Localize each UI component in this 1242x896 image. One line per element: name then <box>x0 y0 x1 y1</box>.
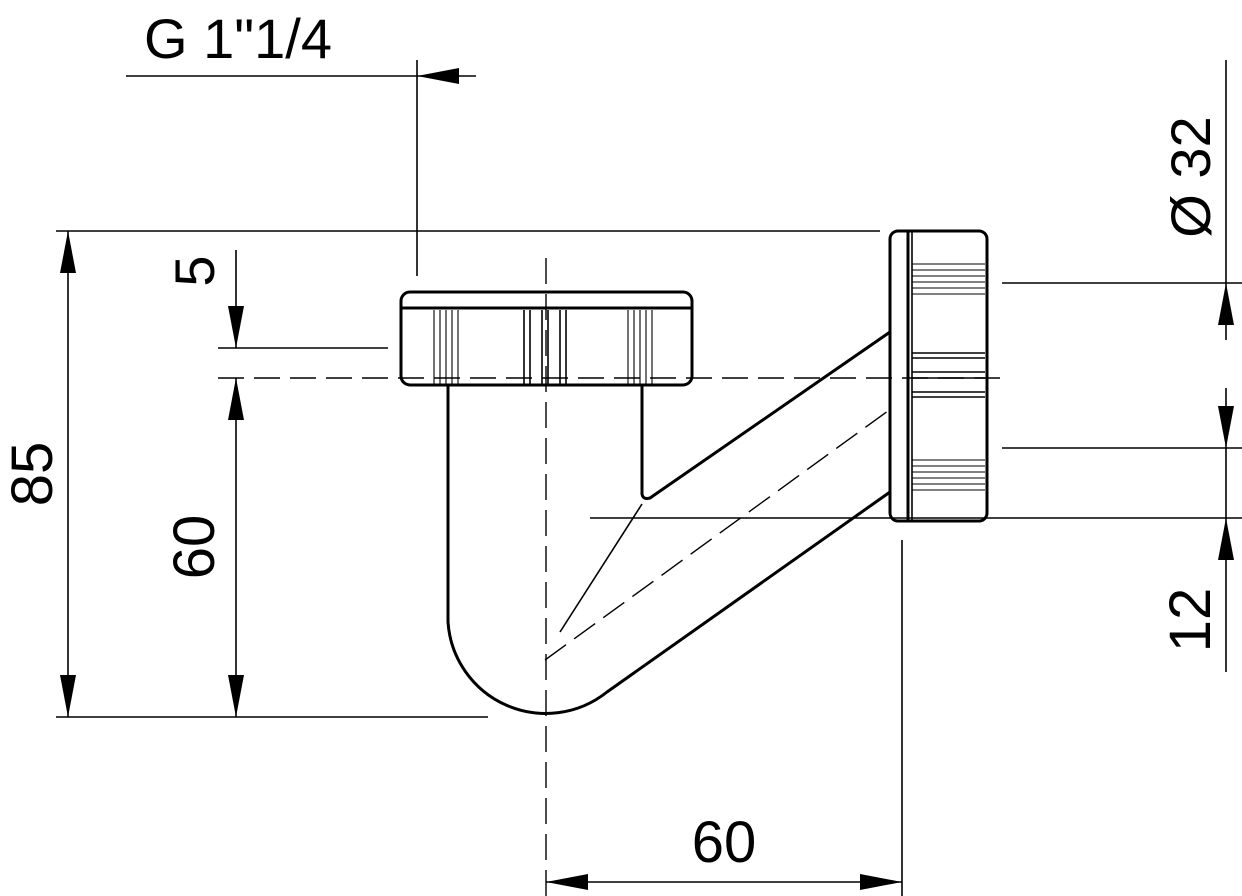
trap-depth-label: 60 <box>162 515 227 580</box>
trap-body <box>399 229 989 715</box>
dimension-60-horizontal <box>546 874 902 890</box>
dimension-60-vertical <box>228 378 244 717</box>
outlet-offset-label: 12 <box>1158 588 1223 653</box>
total-height-label: 85 <box>0 442 65 507</box>
trap-pipe-outline <box>446 383 892 715</box>
trap-pipe-inner-outline <box>640 330 892 500</box>
thread-size-label: G 1"1/4 <box>144 7 332 70</box>
dimension-diameter <box>1218 60 1234 340</box>
extension-lines <box>56 60 1242 896</box>
outlet-nut-ribs <box>912 263 985 491</box>
horizontal-offset-label: 60 <box>692 810 757 875</box>
dimension-12 <box>1218 388 1234 672</box>
top-nut-ribs <box>433 310 653 384</box>
dimension-85 <box>60 231 76 717</box>
top-offset-label: 5 <box>163 255 226 286</box>
diameter-label: Ø 32 <box>1159 116 1222 237</box>
center-lines <box>218 258 1002 896</box>
dimension-thread <box>417 68 459 84</box>
outlet-nut <box>888 229 989 523</box>
